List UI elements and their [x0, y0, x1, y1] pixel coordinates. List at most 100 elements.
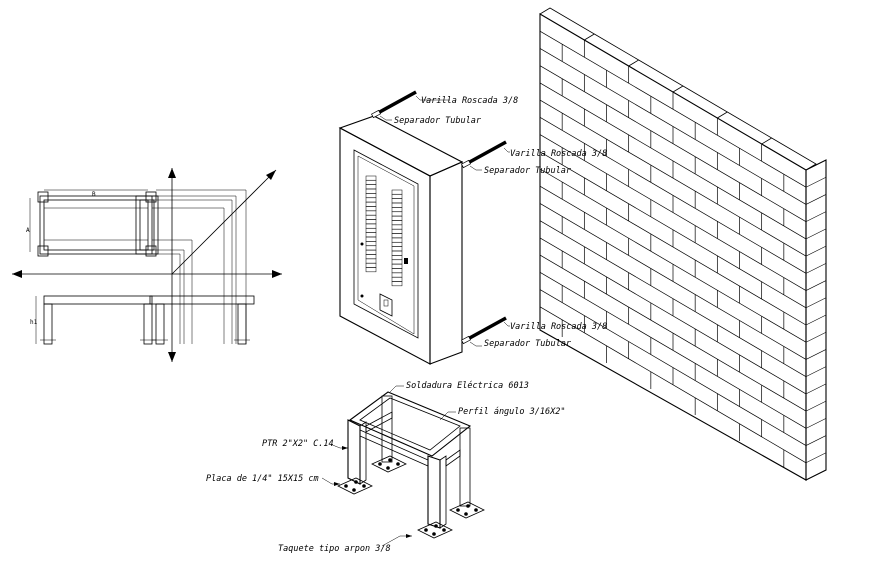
breaker [391, 281, 403, 287]
breaker [391, 224, 403, 230]
breaker [391, 233, 403, 239]
mortar-line-side [805, 297, 827, 309]
front-view-leg [143, 303, 153, 345]
threaded-rod [465, 140, 507, 166]
breaker [365, 241, 377, 246]
projection-line [152, 239, 193, 344]
threaded-rod [375, 90, 417, 116]
tubular-spacer [371, 109, 381, 119]
breaker [391, 202, 403, 208]
weld-label: Soldadura Eléctrica 6013 [406, 380, 529, 391]
horizontal-axis-arrow [272, 270, 282, 278]
breaker [365, 245, 377, 251]
breaker [365, 184, 377, 190]
anchor-bolts [344, 458, 478, 536]
top-view-frame-inner [43, 199, 149, 251]
main-breaker-handle [383, 299, 389, 307]
projection-line [152, 253, 181, 344]
breaker [391, 246, 403, 252]
breaker [391, 194, 403, 199]
mortar-line-side [805, 349, 827, 360]
projection-line [152, 207, 225, 344]
mortar-line-side [805, 383, 827, 395]
top-view-corner [37, 245, 49, 257]
breaker [391, 272, 403, 278]
stand-top-frame [348, 391, 472, 457]
stand-leg-side [439, 455, 447, 529]
mortar-line-side [805, 400, 827, 412]
stand-front-leg [347, 419, 361, 485]
leader-arrow [334, 482, 340, 486]
leader-line [439, 411, 456, 421]
rod-label: Varilla Roscada 3/8 [421, 96, 518, 106]
breaker [391, 207, 403, 212]
leader-arrow [342, 446, 348, 450]
top-view-corner [145, 245, 157, 257]
breaker [391, 268, 403, 273]
vertical-axis-arrow [168, 168, 176, 178]
breaker [391, 220, 403, 225]
leader-line [469, 165, 482, 171]
dim-b-label: B [92, 191, 96, 198]
breaker [365, 175, 377, 181]
panel-latch [404, 258, 408, 264]
panel-screw [360, 294, 364, 298]
breaker [365, 210, 377, 216]
leader-line [503, 321, 510, 327]
breaker [365, 193, 377, 198]
side-view-top [149, 295, 255, 305]
mortar-line-side [805, 228, 827, 240]
horizontal-axis-arrow-left [12, 270, 22, 278]
stand-rear-leg [381, 395, 393, 463]
breaker [391, 189, 403, 195]
stand-side-rail [359, 429, 429, 467]
breaker [365, 236, 377, 242]
ptr-label: PTR 2"X2" C.14 [262, 439, 334, 449]
axis-projection-view: A B h1 [12, 168, 282, 362]
breaker [365, 180, 377, 185]
breaker [365, 206, 377, 211]
angle-profile-label: Perfil ángulo 3/16X2" [458, 407, 565, 417]
vertical-axis-arrow-bottom [168, 352, 176, 362]
rod-spacer-3: Varilla Roscada 3/8 Separador Tubular [461, 316, 607, 349]
mortar-line-side [805, 435, 827, 446]
mortar-line-side [805, 194, 827, 205]
top-view-corner [37, 191, 49, 203]
plate-label: Placa de 1/4" 15X15 cm [206, 474, 319, 484]
electrical-panel: Varilla Roscada 3/8 Separador Tubular Va… [338, 90, 607, 365]
breaker [365, 249, 377, 255]
base-plate [337, 477, 373, 495]
projection-line [152, 249, 185, 344]
breaker [391, 250, 403, 256]
stand-side-rail [365, 411, 393, 433]
mortar-line-side [805, 418, 827, 429]
top-view-frame [39, 195, 153, 255]
front-view-leg [43, 303, 53, 345]
breaker [365, 254, 377, 259]
leader-line [469, 341, 482, 347]
breaker [365, 258, 377, 264]
leader-arrow [406, 534, 412, 538]
breaker [365, 228, 377, 233]
tubular-spacer [461, 335, 471, 345]
breaker [365, 197, 377, 203]
stand-top-inner [359, 397, 461, 451]
breaker [365, 201, 377, 207]
breaker [365, 267, 377, 273]
mortar-line-side [805, 280, 827, 291]
spacer-label: Separador Tubular [484, 166, 572, 176]
breaker [365, 223, 377, 229]
dim-h1-label: h1 [30, 319, 38, 326]
rod-spacer-1: Varilla Roscada 3/8 Separador Tubular [371, 90, 518, 126]
breaker [391, 198, 403, 204]
dim-a-label: A [26, 227, 30, 234]
panel-side-face [429, 161, 463, 365]
wall-top-edge [539, 7, 817, 171]
base-plate [371, 455, 407, 473]
breaker [391, 242, 403, 247]
mortar-line-side [805, 176, 827, 188]
side-view-inner [139, 199, 155, 251]
support-stand: Soldadura Eléctrica 6013 Perfil ángulo 3… [206, 380, 565, 554]
breaker [365, 219, 377, 225]
